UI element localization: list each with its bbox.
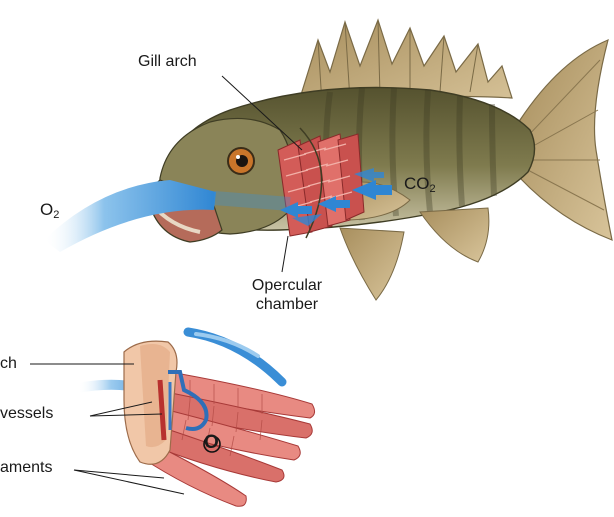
- opercular-line-2: chamber: [232, 295, 342, 314]
- pelvic-fin: [340, 228, 404, 300]
- o2-label: O2: [40, 200, 59, 225]
- co2-label: CO2: [404, 174, 436, 199]
- filaments-leader: [74, 470, 164, 478]
- opercular-line-1: Opercular: [232, 276, 342, 295]
- co2-subscript: 2: [430, 183, 436, 195]
- detail-o-marker: O: [204, 433, 219, 452]
- detail-vessels-label: vessels: [0, 404, 53, 423]
- fish-illustration: [150, 20, 612, 300]
- detail-filaments-label: aments: [0, 458, 52, 477]
- opercular-leader: [282, 236, 288, 272]
- opercular-chamber-label: Opercular chamber: [232, 276, 342, 314]
- detail-arch-label: ch: [0, 354, 17, 373]
- o2-base: O: [40, 200, 53, 219]
- anal-fin: [420, 208, 489, 262]
- gill-arch-label: Gill arch: [138, 52, 197, 71]
- gill-detail-illustration: [30, 332, 315, 506]
- co2-base: CO: [404, 174, 430, 193]
- o2-subscript: 2: [53, 209, 59, 221]
